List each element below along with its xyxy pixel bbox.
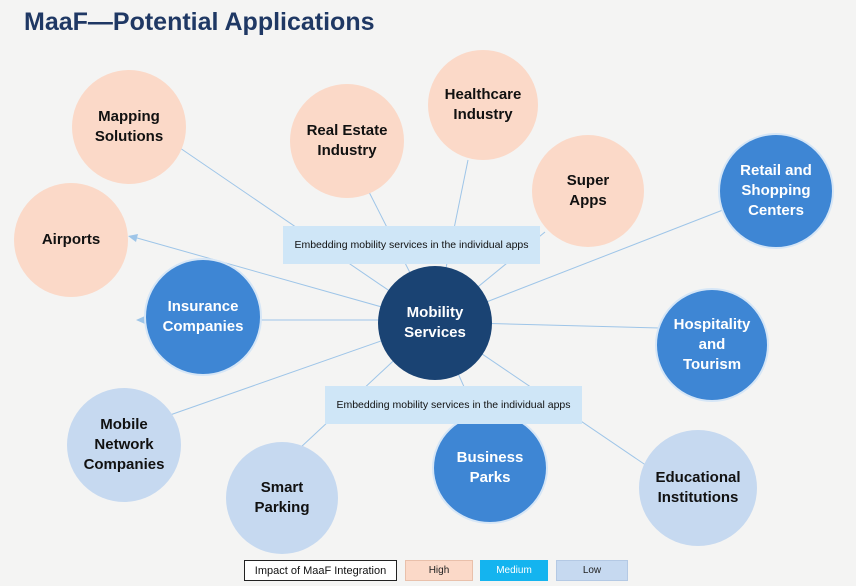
page-title: MaaF—Potential Applications [24,8,375,36]
node-hospitality-and-tourism: Hospitality and Tourism [655,288,769,402]
node-educational-institutions: Educational Institutions [639,430,757,546]
node-super-apps: Super Apps [532,135,644,247]
node-label: Business Parks [456,448,524,486]
node-retail-and-shopping-centers: Retail and Shopping Centers [718,133,834,249]
center-label: Mobility Services [404,303,466,341]
node-label: Smart Parking [254,478,310,516]
node-mobility-services: Mobility Services [378,266,492,380]
node-label: Airports [41,230,101,248]
node-label: Hospitality and Tourism [673,315,751,374]
legend-high: High [405,560,473,581]
node-label: Mobile Network Companies [83,415,165,474]
legend-title: Impact of MaaF Integration [244,560,397,581]
callout-top: Embedding mobility services in the indiv… [283,226,540,264]
node-mobile-network-companies: Mobile Network Companies [67,388,181,502]
node-mapping-solutions: Mapping Solutions [72,70,186,184]
node-airports: Airports [14,183,128,297]
legend-medium: Medium [480,560,548,581]
node-label: Super Apps [566,171,610,209]
node-label: Mapping Solutions [94,107,164,145]
node-smart-parking: Smart Parking [226,442,338,554]
node-label: Insurance Companies [162,297,244,335]
legend-low: Low [556,560,628,581]
node-business-parks: Business Parks [432,412,548,524]
node-label: Retail and Shopping Centers [740,161,812,220]
node-label: Real Estate Industry [306,121,388,159]
callout-bottom: Embedding mobility services in the indiv… [325,386,582,424]
node-label: Educational Institutions [655,468,741,506]
node-real-estate-industry: Real Estate Industry [290,84,404,198]
node-healthcare-industry: Healthcare Industry [428,50,538,160]
node-insurance-companies: Insurance Companies [144,258,262,376]
node-label: Healthcare Industry [444,85,522,123]
arrowhead-insurance [136,316,145,324]
arrowhead-airports [128,234,138,242]
